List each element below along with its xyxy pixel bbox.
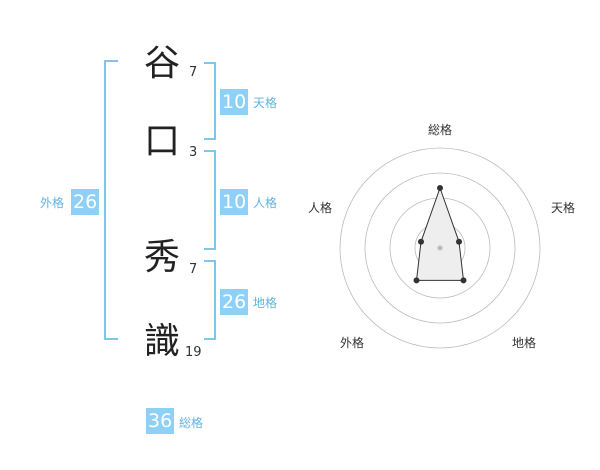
- stroke-count-2: 3: [189, 145, 198, 160]
- gaikaku-label: 外格: [40, 196, 65, 210]
- chikaku-bracket: [204, 260, 216, 340]
- radar-axis-label-gaikaku: 外格: [339, 336, 364, 350]
- soukaku-value-badge: 36: [146, 408, 174, 434]
- chikaku-value-badge: 26: [220, 289, 248, 315]
- radar-point-2: [460, 277, 467, 284]
- radar-point-1: [456, 238, 462, 245]
- radar-axis-label-chikaku: 地格: [511, 336, 536, 350]
- stroke-count-1: 7: [189, 65, 198, 80]
- name-char-2: 口: [143, 121, 180, 162]
- radar-point-0: [437, 185, 443, 191]
- radar-value-polygon: [415, 186, 465, 281]
- radar-center-dot: [437, 245, 443, 251]
- jinkaku-label: 人格: [253, 196, 278, 210]
- radar-axis-label-tenkaku: 天格: [550, 201, 575, 215]
- name-char-3: 秀: [143, 237, 180, 278]
- soukaku-label: 総格: [179, 416, 204, 430]
- tenkaku-label: 天格: [253, 96, 278, 110]
- chikaku-label: 地格: [253, 296, 278, 310]
- radar-ring-4: [339, 147, 541, 349]
- radar-point-4: [418, 238, 424, 245]
- name-char-1: 谷: [143, 43, 180, 84]
- jinkaku-bracket: [204, 150, 216, 250]
- stroke-count-3: 7: [189, 262, 198, 277]
- gaikaku-bracket: [104, 60, 118, 340]
- stroke-count-4: 19: [185, 345, 202, 360]
- jinkaku-value-badge: 10: [220, 189, 248, 215]
- radar-ring-3: [364, 172, 516, 324]
- gaikaku-value-badge: 26: [71, 189, 99, 215]
- radar-point-3: [413, 277, 420, 284]
- tenkaku-value-badge: 10: [220, 89, 248, 115]
- radar-axis-label-jinkaku: 人格: [307, 201, 332, 215]
- radar-axis-label-soukaku: 総格: [427, 123, 452, 137]
- tenkaku-bracket: [204, 62, 216, 140]
- name-char-4: 識: [143, 321, 180, 362]
